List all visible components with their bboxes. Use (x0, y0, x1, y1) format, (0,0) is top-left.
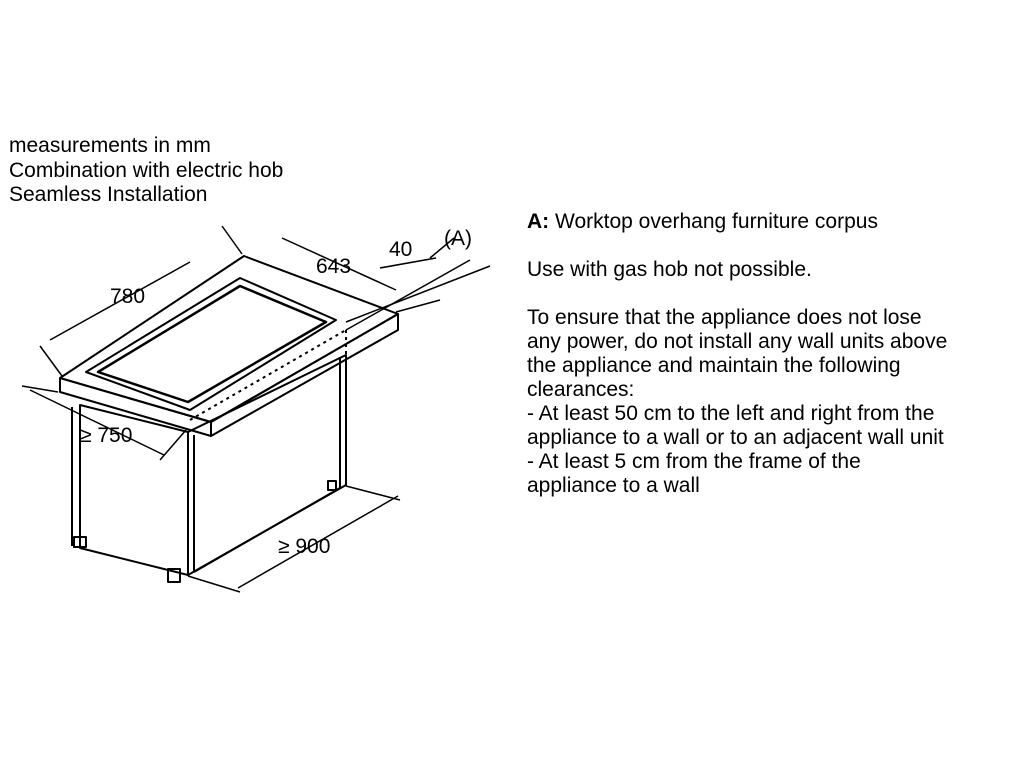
dimension-lines (29, 237, 455, 589)
hob-frame (85, 277, 337, 411)
note-line-1: To ensure that the appliance does not lo… (527, 306, 922, 329)
installation-notes: A: Worktop overhang furniture corpus Use… (527, 210, 1017, 498)
note-line-2: any power, do not install any wall units… (527, 330, 948, 353)
note-line-4: clearances: (527, 378, 635, 401)
note-line-7: - At least 5 cm from the frame of the (527, 450, 861, 473)
dim-line-offset (379, 257, 437, 269)
label-a: (A) (444, 227, 472, 250)
combination-note: Combination with electric hob (9, 158, 284, 182)
hidden-corpus-line (189, 329, 347, 421)
dim-line-width (237, 495, 399, 589)
dim-line-depth (49, 261, 191, 341)
depth-label: 780 (110, 285, 145, 308)
dim-line-a (429, 237, 455, 259)
dim-line-height (29, 389, 165, 456)
dimension-labels: 780 643 40 (A) ≥ 750 ≥ 900 (80, 227, 472, 558)
height-label: ≥ 750 (80, 424, 132, 447)
note-a-text: Worktop overhang furniture corpus (549, 210, 878, 233)
worktop (59, 255, 399, 437)
note-line-8: appliance to a wall (527, 474, 700, 497)
dim-line-hob (281, 237, 397, 291)
note-gas: Use with gas hob not possible. (527, 258, 812, 281)
note-a: A: Worktop overhang furniture corpus (527, 210, 1017, 234)
units-note: measurements in mm (9, 134, 211, 157)
installation-type: Seamless Installation (9, 183, 208, 206)
width-label: ≥ 900 (278, 535, 330, 558)
note-line-3: the appliance and maintain the following (527, 354, 901, 377)
extension-lines (21, 225, 491, 593)
offset-label: 40 (389, 238, 412, 261)
cabinet-front-right (187, 354, 347, 576)
note-a-key: A: (527, 210, 550, 233)
note-line-5: - At least 50 cm to the left and right f… (527, 402, 935, 425)
cabinet-feet (73, 480, 337, 583)
worktop-top (59, 255, 399, 423)
cabinet-body (71, 354, 347, 576)
hob-width-label: 643 (316, 255, 351, 278)
hob-glass (96, 284, 328, 404)
diagram-header: measurements in mm Combination with elec… (9, 134, 283, 208)
note-line-6: appliance to a wall or to an adjacent wa… (527, 426, 944, 449)
worktop-side (210, 313, 399, 437)
